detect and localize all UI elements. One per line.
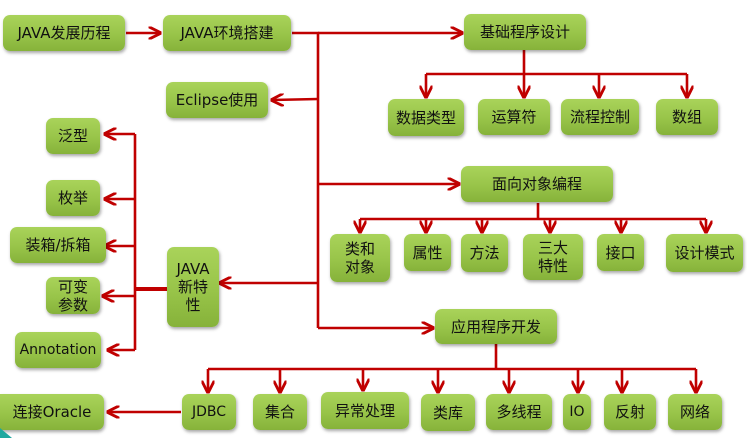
node-collections: 集合 [253,394,307,430]
node-classobj: 类和 对象 [330,234,390,282]
node-three: 三大 特性 [523,234,583,280]
node-flow: 流程控制 [561,99,639,135]
node-boxing: 装箱/拆箱 [10,227,106,263]
node-history: JAVA发展历程 [3,15,125,51]
node-attrs: 属性 [404,234,451,271]
node-basics: 基础程序设计 [464,14,586,50]
node-jdbc: JDBC [182,394,236,430]
corner-accent [0,428,12,438]
node-generics: 泛型 [46,118,100,154]
node-eclipse: Eclipse使用 [166,82,268,118]
node-datatypes: 数据类型 [388,99,464,136]
node-io: IO [563,394,591,430]
node-exceptions: 异常处理 [321,392,409,429]
node-libs: 类库 [421,394,475,431]
node-iface: 接口 [597,234,644,271]
node-methods: 方法 [461,234,508,272]
node-threads: 多线程 [486,394,552,430]
node-env: JAVA环境搭建 [163,15,291,51]
node-reflect: 反射 [604,394,656,430]
node-operators: 运算符 [478,99,550,135]
node-patterns: 设计模式 [666,234,743,272]
node-enum: 枚举 [46,180,100,216]
node-newfeat: JAVA 新特 性 [167,247,219,327]
node-network: 网络 [668,394,722,430]
connector-trunk-eclipse [272,99,319,100]
node-varargs: 可变 参数 [46,277,100,314]
node-annotation: Annotation [15,332,101,368]
node-arrays: 数组 [656,99,718,135]
node-oracle: 连接Oracle [0,394,104,430]
node-oop: 面向对象编程 [461,166,613,202]
node-appdev: 应用程序开发 [435,309,557,344]
